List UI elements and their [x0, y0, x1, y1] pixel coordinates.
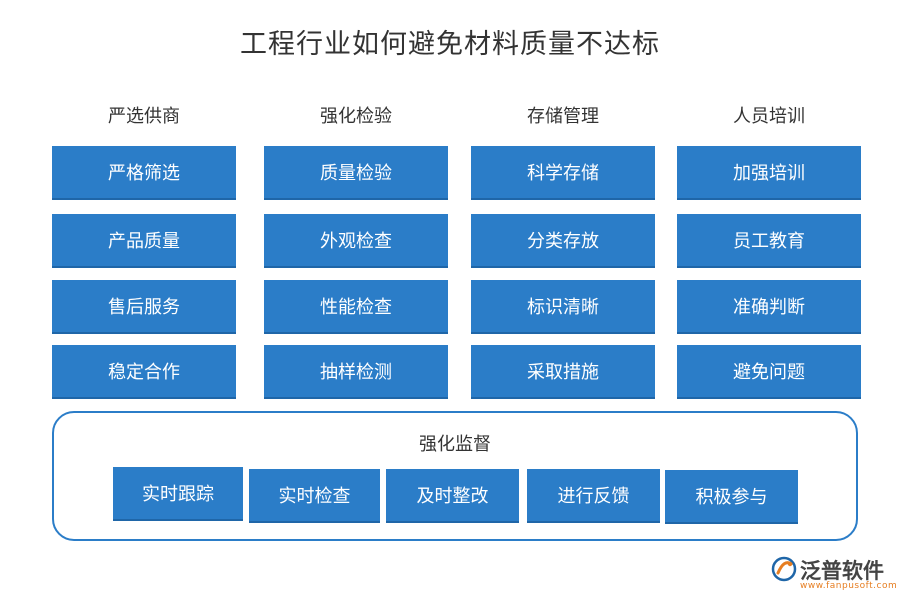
box-storage-2: 分类存放: [471, 214, 655, 268]
logo-name: 泛普软件: [800, 559, 884, 583]
box-inspection-4: 抽样检测: [264, 345, 448, 399]
box-storage-1: 科学存储: [471, 146, 655, 200]
column-header-supplier: 严选供商: [108, 106, 180, 127]
column-header-inspection: 强化检验: [320, 106, 392, 127]
box-inspection-1: 质量检验: [264, 146, 448, 200]
box-training-2: 员工教育: [677, 214, 861, 268]
diagram-title: 工程行业如何避免材料质量不达标: [240, 29, 660, 60]
brand-logo: 泛普软件 www.fanpusoft.com: [770, 553, 898, 597]
supervision-box-4: 进行反馈: [527, 469, 660, 523]
supervision-box-5: 积极参与: [665, 470, 798, 524]
column-header-storage: 存储管理: [527, 106, 599, 127]
box-training-3: 准确判断: [677, 280, 861, 334]
logo-url: www.fanpusoft.com: [800, 581, 898, 591]
box-supplier-3: 售后服务: [52, 280, 236, 334]
box-supplier-2: 产品质量: [52, 214, 236, 268]
supervision-title: 强化监督: [419, 434, 491, 455]
column-header-training: 人员培训: [733, 106, 805, 127]
supervision-box-1: 实时跟踪: [113, 467, 243, 521]
supervision-box-2: 实时检查: [249, 469, 380, 523]
box-inspection-3: 性能检查: [264, 280, 448, 334]
box-supplier-1: 严格筛选: [52, 146, 236, 200]
box-inspection-2: 外观检查: [264, 214, 448, 268]
box-storage-4: 采取措施: [471, 345, 655, 399]
box-training-1: 加强培训: [677, 146, 861, 200]
box-supplier-4: 稳定合作: [52, 345, 236, 399]
box-training-4: 避免问题: [677, 345, 861, 399]
supervision-box-3: 及时整改: [386, 469, 519, 523]
box-storage-3: 标识清晰: [471, 280, 655, 334]
fanpu-logo-icon: [771, 556, 797, 582]
